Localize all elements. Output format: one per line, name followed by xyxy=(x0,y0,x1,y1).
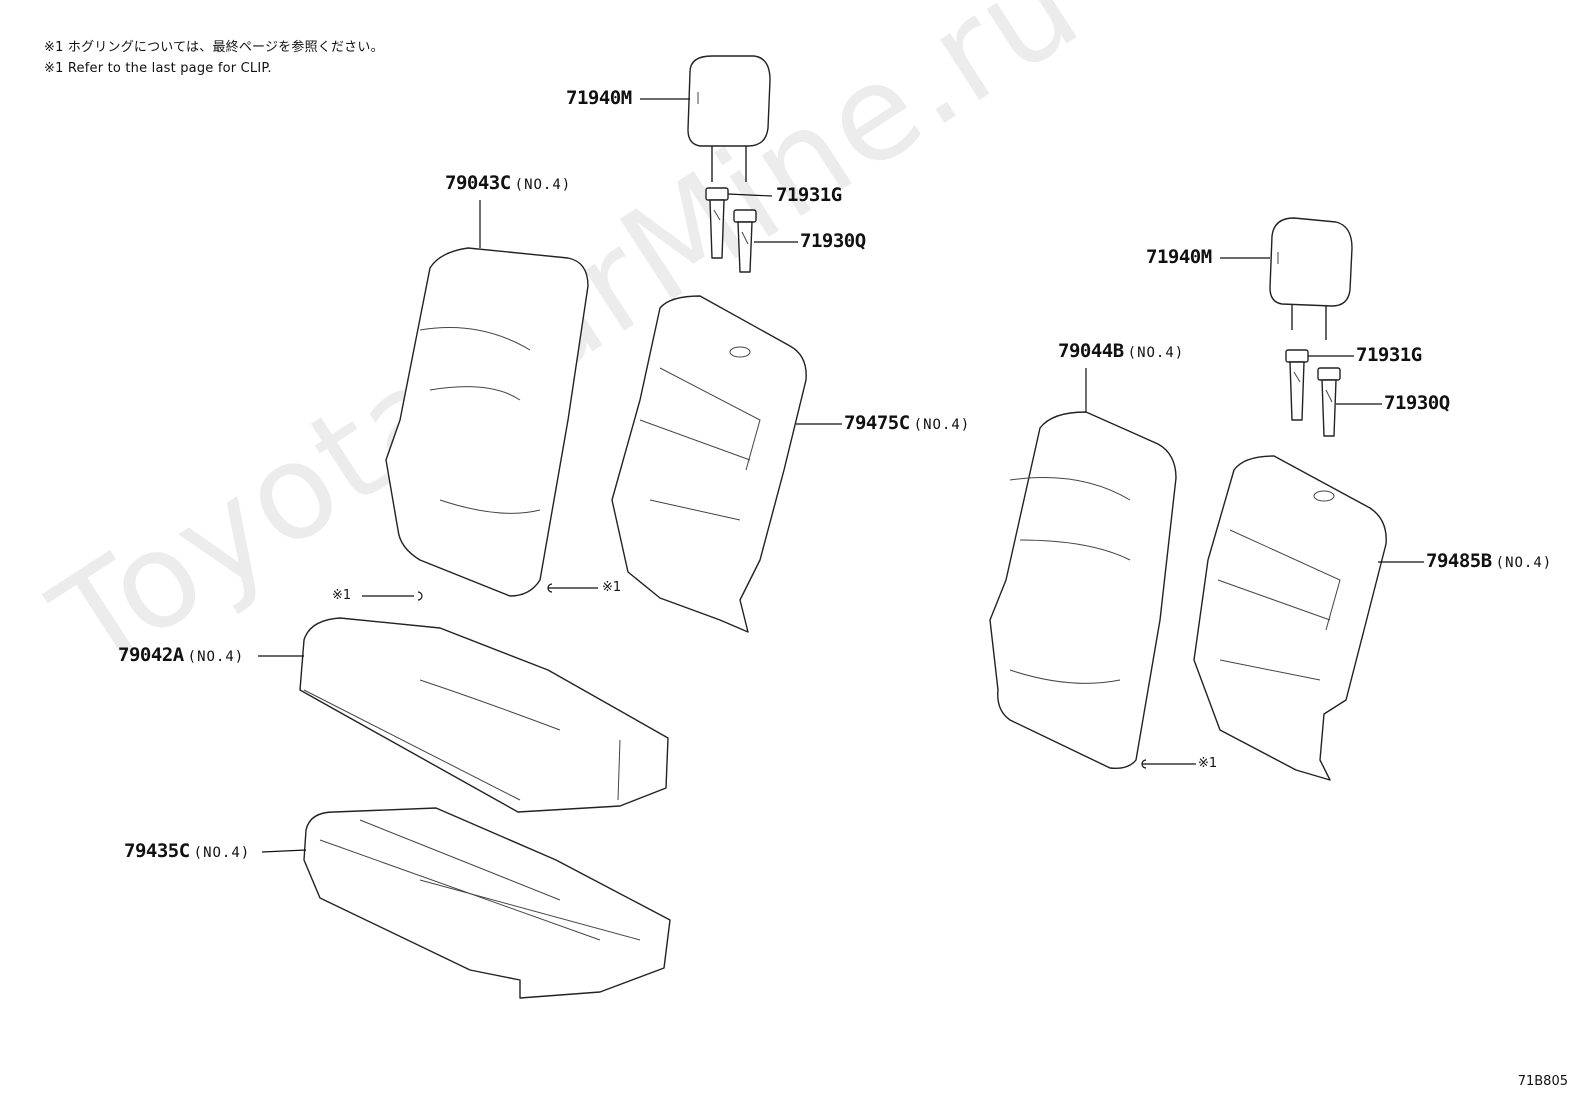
seat-cushion-pad-drawing xyxy=(303,807,671,999)
part-label-seatback-cover-right[interactable]: 79044B(NO.4) xyxy=(1058,340,1185,362)
part-label-support-right[interactable]: 71931G xyxy=(1356,344,1422,366)
seatback-cover-left-drawing xyxy=(385,247,589,597)
headrest-right-drawing xyxy=(1269,217,1353,340)
leader-lines xyxy=(258,98,1424,853)
clip-ref-seatback-left: ※1 xyxy=(602,580,622,595)
part-label-seatback-pad-left[interactable]: 79475C(NO.4) xyxy=(844,412,971,434)
part-label-headrest-left[interactable]: 71940M xyxy=(566,87,632,109)
headrest-support-right-drawing xyxy=(1285,349,1341,437)
seat-cushion-cover-drawing xyxy=(299,617,669,813)
headrest-support-left-drawing xyxy=(705,187,757,273)
part-label-guide-left[interactable]: 71930Q xyxy=(800,230,866,252)
clip-note-japanese: ※1 ホグリングについては、最終ページを参照ください。 xyxy=(44,40,384,55)
part-label-support-left[interactable]: 71931G xyxy=(776,184,842,206)
part-label-seatback-cover-left[interactable]: 79043C(NO.4) xyxy=(445,172,572,194)
headrest-left-drawing xyxy=(687,55,771,182)
part-label-cushion-cover[interactable]: 79042A(NO.4) xyxy=(118,644,245,666)
clip-note-english: ※1 Refer to the last page for CLIP. xyxy=(44,61,272,76)
seatback-cover-right-drawing xyxy=(989,411,1177,770)
part-label-seatback-pad-right[interactable]: 79485B(NO.4) xyxy=(1426,550,1553,572)
clip-symbols xyxy=(417,583,1147,769)
part-label-guide-right[interactable]: 71930Q xyxy=(1384,392,1450,414)
figure-code: 71B805 xyxy=(1517,1074,1568,1089)
part-label-headrest-right[interactable]: 71940M xyxy=(1146,246,1212,268)
part-label-cushion-pad[interactable]: 79435C(NO.4) xyxy=(124,840,251,862)
clip-ref-cushion: ※1 xyxy=(332,588,352,603)
clip-ref-seatback-right: ※1 xyxy=(1198,756,1218,771)
seatback-pad-right-drawing xyxy=(1193,455,1387,781)
seatback-pad-left-drawing xyxy=(611,295,807,633)
